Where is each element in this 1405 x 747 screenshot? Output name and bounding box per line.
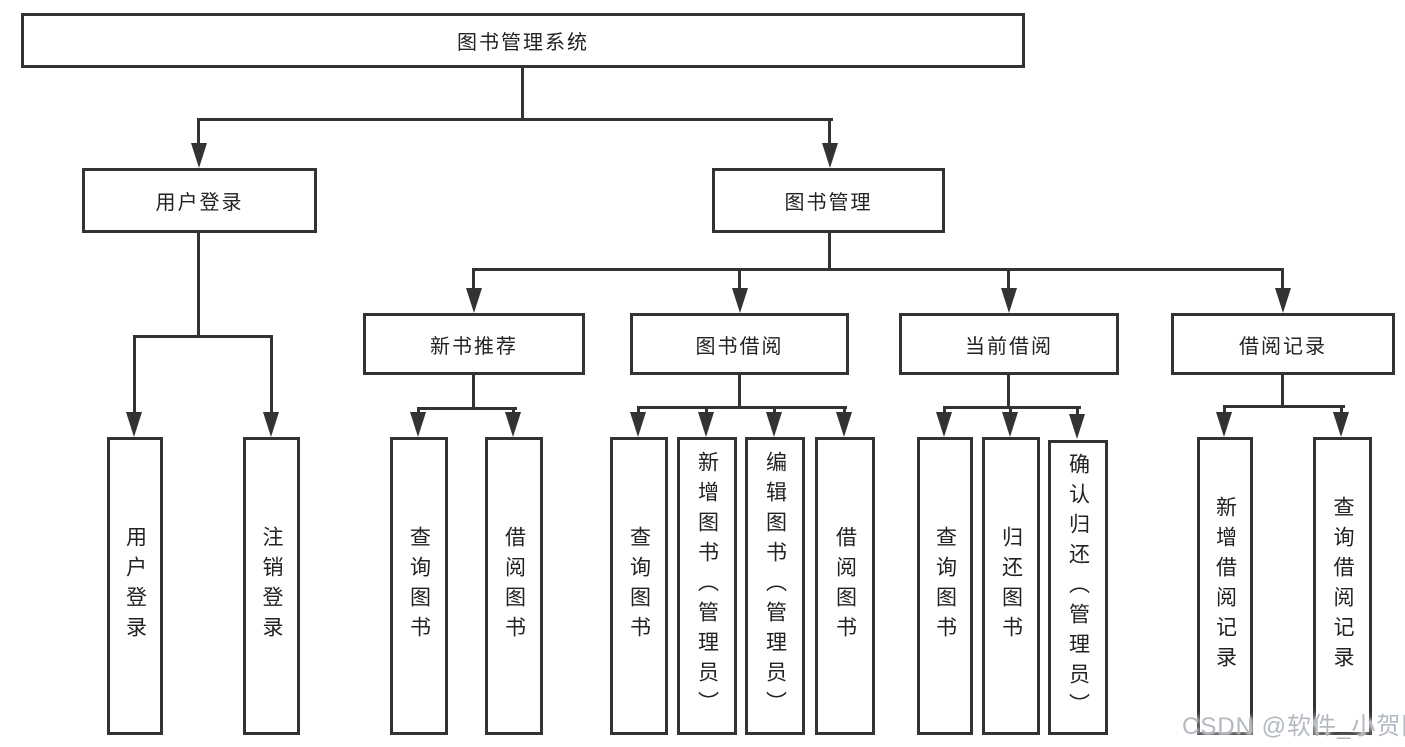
node-borrowing-records-label: 借阅记录 — [1239, 335, 1327, 358]
node-book-management-label: 图书管理 — [784, 192, 873, 214]
connector-book-management-stem — [828, 233, 831, 271]
connector-drop-group — [738, 268, 741, 290]
leaf-return-books: 归还图书 — [982, 437, 1040, 735]
arrowhead-down-icon — [263, 412, 279, 437]
node-root: 图书管理系统 — [21, 13, 1025, 68]
leaf-query-borrow-record: 查询借阅记录 — [1313, 437, 1372, 735]
leaf-query-books-current: 查询图书 — [917, 437, 973, 735]
node-book-borrowing-label: 图书借阅 — [695, 335, 784, 358]
arrowhead-down-icon — [410, 412, 426, 437]
arrowhead-down-icon — [766, 412, 782, 437]
leaf-label: 注销登录 — [260, 526, 283, 646]
leaf-add-books-admin: 新增图书（管理员） — [677, 437, 737, 735]
arrowhead-down-icon — [505, 412, 521, 437]
leaf-query-books-borrowing: 查询图书 — [610, 437, 668, 735]
arrowhead-down-icon — [822, 143, 838, 168]
node-current-borrowing: 当前借阅 — [899, 313, 1119, 375]
leaf-label: 查询图书 — [933, 526, 957, 646]
connector-drop-leaf — [1076, 406, 1079, 415]
leaf-label: 归还图书 — [999, 526, 1023, 646]
connector-group-stem — [1007, 375, 1010, 409]
connector-drop-leaf — [843, 406, 846, 415]
node-root-label: 图书管理系统 — [457, 32, 589, 54]
connector-drop-leaf — [705, 406, 708, 415]
arrowhead-down-icon — [698, 412, 714, 437]
arrowhead-down-icon — [836, 412, 852, 437]
node-user-login-label: 用户登录 — [155, 192, 244, 214]
connector-group-stem — [738, 375, 741, 409]
arrowhead-down-icon — [191, 143, 207, 168]
connector-group-hline — [637, 406, 847, 409]
leaf-confirm-return-admin: 确认归还（管理员） — [1048, 440, 1108, 735]
connector-drop-leaf — [270, 335, 273, 414]
connector-user-login-hline — [133, 335, 273, 338]
arrowhead-down-icon — [732, 288, 748, 313]
connector-drop-leaf — [773, 406, 776, 415]
arrowhead-down-icon — [1069, 414, 1085, 439]
leaf-label: 编辑图书（管理员） — [763, 451, 787, 721]
connector-drop-leaf — [512, 407, 515, 415]
leaf-label: 确认归还（管理员） — [1066, 452, 1090, 723]
connector-drop-leaf — [637, 406, 640, 415]
connector-drop-group — [472, 268, 475, 290]
leaf-edit-books-admin: 编辑图书（管理员） — [745, 437, 805, 735]
arrowhead-down-icon — [1002, 412, 1018, 437]
connector-drop-group — [1007, 268, 1010, 290]
connector-group-stem — [472, 375, 475, 410]
leaf-label: 查询图书 — [627, 526, 651, 646]
leaf-label: 新增借阅记录 — [1213, 496, 1237, 676]
leaf-label: 借阅图书 — [502, 526, 526, 646]
node-borrowing-records: 借阅记录 — [1171, 313, 1395, 375]
leaf-add-borrow-record: 新增借阅记录 — [1197, 437, 1253, 735]
arrowhead-down-icon — [630, 412, 646, 437]
connector-user-login-stem — [197, 232, 200, 338]
leaf-label: 新增图书（管理员） — [695, 451, 719, 721]
leaf-logout: 注销登录 — [243, 437, 300, 735]
connector-drop-leaf — [133, 335, 136, 414]
arrowhead-down-icon — [1333, 412, 1349, 437]
leaf-borrow-books-recommend: 借阅图书 — [485, 437, 543, 735]
node-current-borrowing-label: 当前借阅 — [965, 335, 1053, 358]
leaf-label: 借阅图书 — [833, 526, 857, 646]
connector-drop-book-management — [828, 118, 831, 146]
arrowhead-down-icon — [126, 412, 142, 437]
connector-root-stem — [521, 68, 524, 121]
connector-group-hline — [417, 407, 517, 410]
arrowhead-down-icon — [1216, 412, 1232, 437]
arrowhead-down-icon — [936, 412, 952, 437]
arrowhead-down-icon — [1275, 288, 1291, 313]
leaf-query-books-recommend: 查询图书 — [390, 437, 448, 735]
connector-level1-hline — [197, 118, 833, 121]
arrowhead-down-icon — [1001, 288, 1017, 313]
node-book-management: 图书管理 — [712, 168, 945, 233]
leaf-user-login: 用户登录 — [107, 437, 163, 735]
connector-level2-hline — [472, 268, 1284, 271]
node-book-borrowing: 图书借阅 — [630, 313, 849, 375]
connector-drop-group — [1281, 268, 1284, 290]
leaf-label: 查询图书 — [407, 526, 431, 646]
connector-drop-leaf — [1340, 405, 1343, 415]
node-new-book-recommend-label: 新书推荐 — [430, 335, 518, 358]
connector-group-hline — [1223, 405, 1345, 408]
connector-group-stem — [1281, 375, 1284, 408]
connector-drop-user-login — [197, 118, 200, 146]
node-user-login: 用户登录 — [82, 168, 317, 233]
connector-drop-leaf — [1009, 406, 1012, 415]
connector-group-hline — [943, 406, 1081, 409]
csdn-watermark: CSDN @软件_小贺同学 — [1182, 713, 1405, 740]
connector-drop-leaf — [1223, 405, 1226, 415]
connector-drop-leaf — [417, 407, 420, 415]
arrowhead-down-icon — [466, 288, 482, 313]
leaf-label: 用户登录 — [123, 526, 147, 646]
leaf-borrow-books-borrowing: 借阅图书 — [815, 437, 875, 735]
leaf-label: 查询借阅记录 — [1331, 496, 1354, 676]
connector-drop-leaf — [943, 406, 946, 415]
node-new-book-recommend: 新书推荐 — [363, 313, 585, 375]
